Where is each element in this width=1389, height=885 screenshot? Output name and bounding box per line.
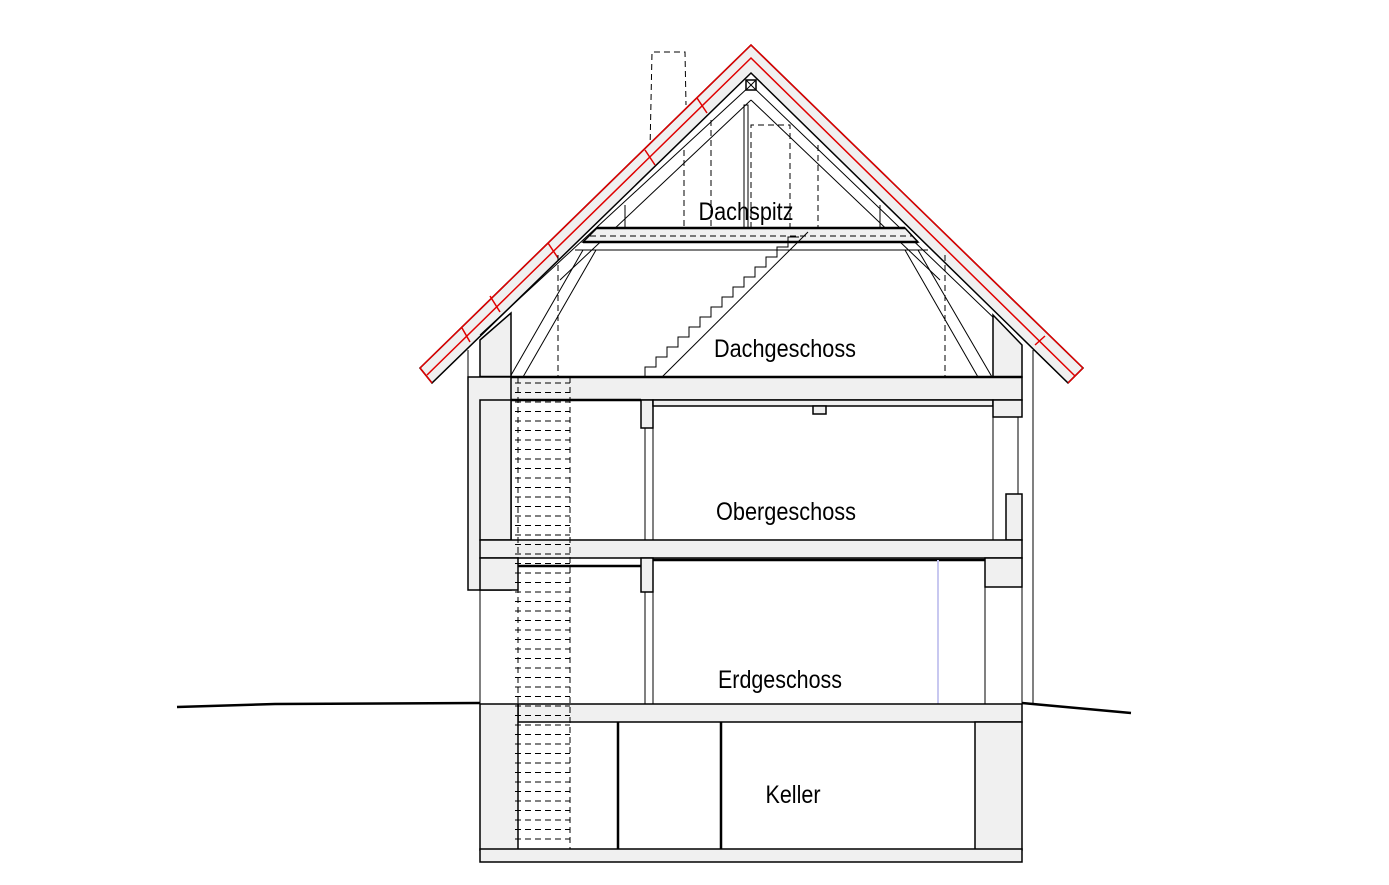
attic-structure (509, 104, 993, 378)
chimney-outline (649, 51, 687, 151)
label-keller: Keller (766, 781, 821, 809)
label-dachgeschoss: Dachgeschoss (714, 335, 856, 363)
roof (418, 43, 1085, 385)
label-obergeschoss: Obergeschoss (716, 498, 856, 526)
attic-stair (644, 236, 799, 377)
ground-floor (479, 557, 1023, 704)
ground-line (176, 701, 1132, 715)
basement (479, 703, 1023, 863)
label-dachspitz: Dachspitz (699, 198, 794, 226)
upper-floor-slab (479, 539, 1023, 559)
chimney-flue (515, 377, 571, 849)
label-erdgeschoss: Erdgeschoss (718, 666, 842, 694)
ground-floor-slab (517, 703, 1023, 723)
attic-floor-slab (479, 376, 1023, 401)
